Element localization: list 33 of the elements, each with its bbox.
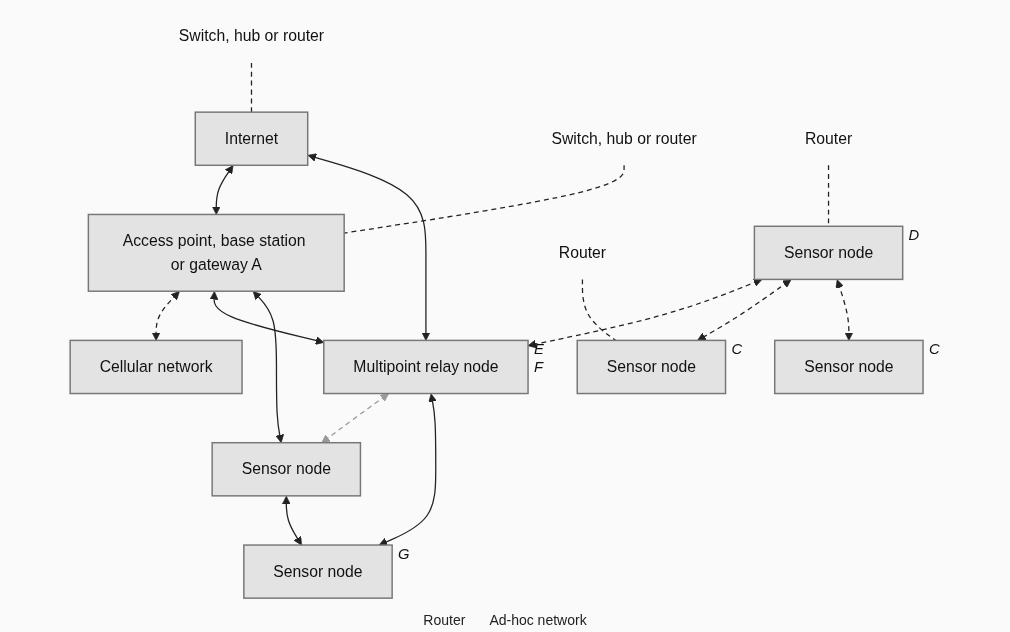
arrow	[211, 165, 234, 215]
node-letter: C	[731, 341, 743, 358]
node-box: Sensor node	[774, 339, 924, 395]
arrow	[697, 279, 792, 341]
node-letter: C	[928, 341, 940, 358]
node-text: Router	[558, 243, 607, 261]
node-letter: F	[533, 358, 543, 375]
arrow	[835, 279, 854, 341]
note-label: Ad-hoc network	[489, 612, 587, 628]
note-label: Router	[423, 612, 466, 628]
node-box: Cellular network	[69, 339, 243, 395]
node-text: Switch, hub or router	[178, 27, 325, 45]
arrow	[281, 495, 302, 546]
node-box: Sensor node	[211, 442, 362, 497]
node-letter: G	[398, 545, 410, 562]
connector	[250, 62, 253, 113]
node-text: Switch, hub or router	[551, 129, 697, 147]
arrow	[252, 291, 284, 444]
arrow	[151, 291, 180, 341]
node-box: Internet	[194, 111, 309, 166]
arrow	[321, 393, 389, 444]
connector	[827, 164, 830, 227]
arrow	[307, 153, 431, 341]
node-letter: D	[908, 227, 920, 244]
node-box: Access point, base station or gateway A	[87, 213, 345, 292]
node-letter: E	[533, 341, 544, 358]
node-box: Sensor node	[753, 225, 904, 281]
node-box: Sensor node	[243, 544, 393, 599]
node-text: Router	[804, 129, 853, 147]
connector	[581, 278, 617, 342]
node-box: Sensor node	[576, 339, 727, 395]
node-box: Multipoint relay node	[323, 339, 529, 395]
arrow	[378, 393, 437, 546]
